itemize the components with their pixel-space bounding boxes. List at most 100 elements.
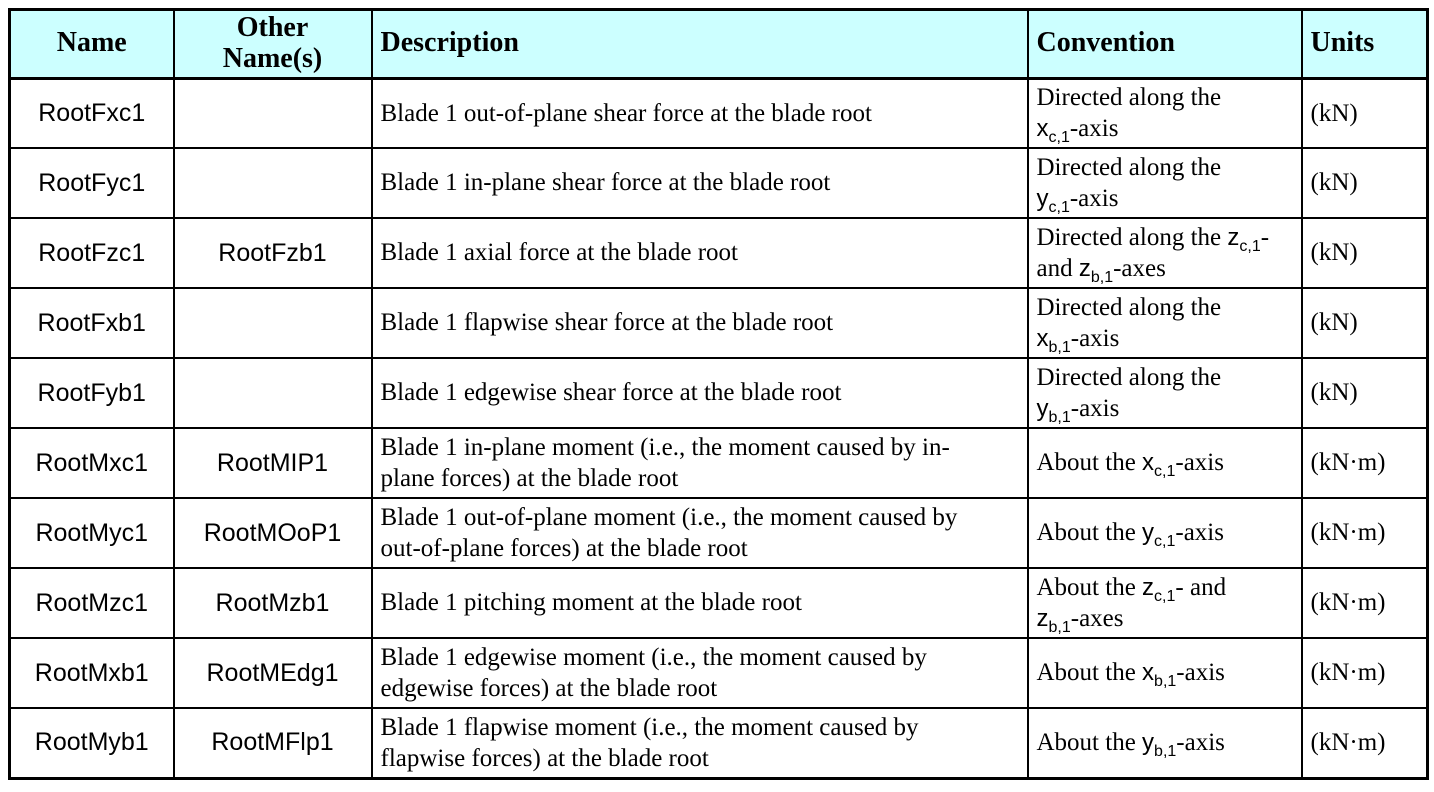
channel-convention: Directed along the yc,1-axis xyxy=(1026,147,1303,220)
axis-variable: zc,1- xyxy=(1142,573,1184,605)
description-text: Blade 1 out-of-plane moment (i.e., the m… xyxy=(380,503,958,563)
description-text: Blade 1 out-of-plane shear force at the … xyxy=(380,99,872,127)
axis-variable-letter: zc,1 xyxy=(1142,573,1176,605)
channel-units: (kN·m) xyxy=(1300,497,1429,570)
channel-convention: About the yc,1-axis xyxy=(1026,497,1303,570)
channel-name: RootFyb1 xyxy=(8,357,175,430)
convention-text: About the zc,1- and zb,1-axes xyxy=(1036,573,1227,636)
channel-description: Blade 1 axial force at the blade root xyxy=(370,217,1029,290)
channel-convention: Directed along the zc,1- and zb,1-axes xyxy=(1026,217,1303,290)
channel-convention: Directed along the xc,1-axis xyxy=(1026,77,1303,150)
channel-description: Blade 1 out-of-plane moment (i.e., the m… xyxy=(370,497,1029,570)
convention-text: About the yc,1-axis xyxy=(1036,519,1225,551)
axis-variable: xc,1-axis xyxy=(1142,449,1224,481)
channel-convention: About the yb,1-axis xyxy=(1026,707,1303,780)
table-body: RootFxc1 Blade 1 out-of-plane shear force… xyxy=(8,77,1429,780)
axis-variable-letter: yb,1 xyxy=(1142,729,1177,761)
channel-description: Blade 1 edgewise moment (i.e., the momen… xyxy=(370,637,1029,710)
convention-text: Directed along the xb,1-axis xyxy=(1036,293,1222,356)
channel-units: (kN) xyxy=(1300,77,1429,150)
axis-variable-letter: yb,1 xyxy=(1036,395,1071,426)
axis-variable-letter: yc,1 xyxy=(1036,185,1070,216)
axis-variable: xc,1-axis xyxy=(1036,115,1119,147)
channel-units: (kN·m) xyxy=(1300,637,1429,710)
header-description: Description xyxy=(370,8,1029,80)
channel-units: (kN·m) xyxy=(1300,567,1429,640)
description-text: Blade 1 edgewise shear force at the blad… xyxy=(380,379,842,407)
channel-name: RootMxc1 xyxy=(8,427,175,500)
axis-variable: zc,1- xyxy=(1227,223,1270,255)
channel-convention: About the xb,1-axis xyxy=(1026,637,1303,710)
channel-units: (kN) xyxy=(1300,217,1429,290)
channel-units: (kN) xyxy=(1300,287,1429,360)
channel-other-name xyxy=(172,287,373,360)
channel-convention: About the zc,1- and zb,1-axes xyxy=(1026,567,1303,640)
header-convention: Convention xyxy=(1026,8,1303,80)
axis-variable-letter: xb,1 xyxy=(1142,659,1177,691)
channel-other-name xyxy=(172,357,373,430)
channel-units: (kN) xyxy=(1300,357,1429,430)
channel-name: RootFyc1 xyxy=(8,147,175,220)
convention-text: Directed along the zc,1- and zb,1-axes xyxy=(1036,223,1270,286)
description-text: Blade 1 flapwise moment (i.e., the momen… xyxy=(380,713,919,772)
channel-description: Blade 1 out-of-plane shear force at the … xyxy=(370,77,1029,150)
convention-text: About the xc,1-axis xyxy=(1036,449,1225,481)
table-row: RootFxc1 Blade 1 out-of-plane shear force… xyxy=(8,77,1429,150)
description-text: Blade 1 in-plane moment (i.e., the momen… xyxy=(380,433,950,493)
channel-description: Blade 1 edgewise shear force at the blad… xyxy=(370,357,1029,430)
header-units: Units xyxy=(1300,8,1429,80)
description-text: Blade 1 in-plane shear force at the blad… xyxy=(380,169,831,197)
axis-variable-letter: zb,1 xyxy=(1078,255,1114,286)
axis-variable: yc,1-axis xyxy=(1142,519,1224,551)
convention-text: About the xb,1-axis xyxy=(1036,659,1225,691)
channel-description: Blade 1 in-plane shear force at the blad… xyxy=(370,147,1029,220)
channel-name: RootMyc1 xyxy=(8,497,175,570)
channel-description: Blade 1 flapwise shear force at the blad… xyxy=(370,287,1029,360)
description-text: Blade 1 pitching moment at the blade roo… xyxy=(380,589,802,617)
channel-other-name xyxy=(172,147,373,220)
axis-variable-letter: xc,1 xyxy=(1036,115,1070,147)
axis-variable: yb,1-axis xyxy=(1036,395,1120,426)
channel-other-name: RootMzb1 xyxy=(172,567,373,640)
channel-units: (kN·m) xyxy=(1300,427,1429,500)
axis-variable-letter: yc,1 xyxy=(1142,519,1176,551)
axis-variable-letter: zc,1 xyxy=(1227,223,1261,255)
axis-variable: xb,1-axis xyxy=(1036,325,1120,356)
channel-description: Blade 1 in-plane moment (i.e., the momen… xyxy=(370,427,1029,500)
table-header: Name Other Name(s) Description Conventio… xyxy=(8,8,1429,80)
channel-other-name: RootMIP1 xyxy=(172,427,373,500)
convention-text: About the yb,1-axis xyxy=(1036,729,1225,761)
axis-variable-letter: xb,1 xyxy=(1036,325,1071,356)
header-name: Name xyxy=(8,8,175,80)
channel-other-name: RootFzb1 xyxy=(172,217,373,290)
channel-units: (kN) xyxy=(1300,147,1429,220)
blade-root-loads-table: Name Other Name(s) Description Conventio… xyxy=(8,8,1429,780)
table-row: RootFyb1 Blade 1 edgewise shear force at … xyxy=(8,357,1429,430)
axis-variable: zb,1-axes xyxy=(1036,605,1124,636)
convention-text: Directed along the yb,1-axis xyxy=(1036,363,1222,426)
table-row: RootFxb1 Blade 1 flapwise shear force at … xyxy=(8,287,1429,360)
axis-variable: yb,1-axis xyxy=(1142,729,1225,761)
channel-name: RootFxb1 xyxy=(8,287,175,360)
convention-text: Directed along the yc,1-axis xyxy=(1036,153,1222,216)
description-text: Blade 1 edgewise moment (i.e., the momen… xyxy=(380,643,927,703)
channel-other-name: RootMEdg1 xyxy=(172,637,373,710)
axis-variable: xb,1-axis xyxy=(1142,659,1225,691)
channel-name: RootMzc1 xyxy=(8,567,175,640)
description-text: Blade 1 flapwise shear force at the blad… xyxy=(380,309,834,337)
channel-other-name: RootMOoP1 xyxy=(172,497,373,570)
axis-variable-letter: zb,1 xyxy=(1036,605,1071,636)
axis-variable: zb,1-axes xyxy=(1078,255,1166,286)
channel-other-name xyxy=(172,77,373,150)
channel-description: Blade 1 flapwise moment (i.e., the momen… xyxy=(370,707,1029,780)
axis-variable: yc,1-axis xyxy=(1036,185,1119,216)
channel-name: RootFxc1 xyxy=(8,77,175,150)
description-text: Blade 1 axial force at the blade root xyxy=(380,239,738,267)
channel-name: RootMyb1 xyxy=(8,707,175,780)
